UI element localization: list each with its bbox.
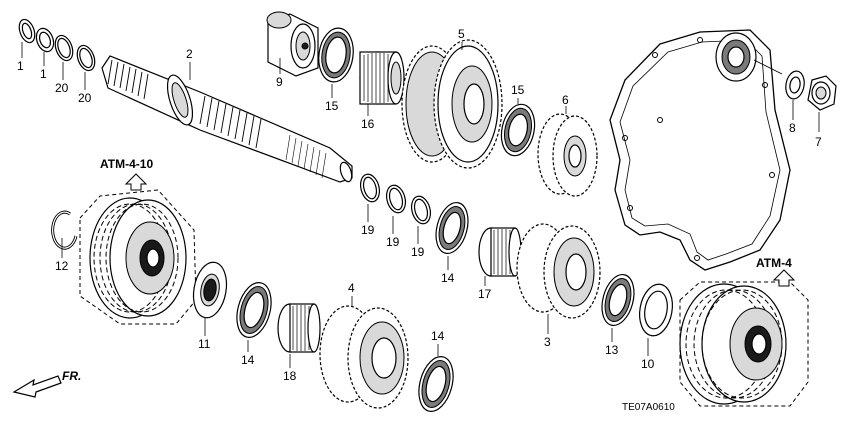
reference-atm-4: ATM-4 xyxy=(756,256,792,270)
washer-8 xyxy=(785,70,805,100)
callout-13: 13 xyxy=(605,343,619,357)
callout-17: 17 xyxy=(478,287,492,301)
thrust-washer-14a xyxy=(435,201,469,255)
thrust-washer-14b xyxy=(236,282,272,338)
gear-5 xyxy=(401,39,503,169)
nut-7 xyxy=(807,75,837,111)
callout-14c: 14 xyxy=(431,329,445,343)
arrow-atm-4 xyxy=(772,269,796,287)
case-gasket xyxy=(609,29,791,271)
callout-15a: 15 xyxy=(325,99,339,113)
callout-1b: 1 xyxy=(40,67,47,81)
ring-20b xyxy=(76,44,96,72)
thrust-washer-15a xyxy=(318,27,354,83)
diagram-code: TE07A0610 xyxy=(622,402,675,413)
plate-11 xyxy=(192,261,228,319)
gear-4 xyxy=(319,305,409,409)
snap-ring-1b xyxy=(35,27,55,53)
callout-20b: 20 xyxy=(78,91,92,105)
thrust-washer-13 xyxy=(601,273,635,327)
thrust-washer-14c xyxy=(418,356,454,412)
callout-14b: 14 xyxy=(241,353,255,367)
clutch-assembly-left xyxy=(89,197,187,319)
callout-14a: 14 xyxy=(441,271,455,285)
callout-1a: 1 xyxy=(17,59,24,73)
bearing-in-case xyxy=(715,32,757,82)
callout-7: 7 xyxy=(815,135,822,149)
needle-bearing-17 xyxy=(478,227,522,277)
ring-19c xyxy=(410,195,432,225)
callout-15b: 15 xyxy=(511,83,525,97)
atm-4-boundary xyxy=(679,281,809,407)
callout-19b: 19 xyxy=(386,235,400,249)
arrow-atm-4-10 xyxy=(124,173,148,191)
snap-ring-12 xyxy=(51,210,78,250)
callout-9: 9 xyxy=(276,75,283,89)
gear-6 xyxy=(537,113,598,197)
direction-label: FR. xyxy=(62,369,81,383)
callout-5: 5 xyxy=(458,27,465,41)
callout-19c: 19 xyxy=(411,245,425,259)
callout-6: 6 xyxy=(562,93,569,107)
callout-8: 8 xyxy=(789,121,796,135)
front-direction-arrow-icon xyxy=(12,375,62,398)
callout-18: 18 xyxy=(283,369,297,383)
ring-20a xyxy=(54,34,74,62)
callout-20a: 20 xyxy=(55,81,69,95)
snap-ring-1a xyxy=(18,18,36,44)
callout-10: 10 xyxy=(641,357,655,371)
callout-3: 3 xyxy=(544,335,551,349)
thrust-washer-15b xyxy=(500,103,536,157)
reference-atm-4-10: ATM-4-10 xyxy=(100,157,153,171)
gear-3 xyxy=(516,223,601,319)
needle-bearing-18 xyxy=(277,303,321,353)
callout-19a: 19 xyxy=(361,223,375,237)
clutch-assembly-right xyxy=(679,283,787,405)
callout-11: 11 xyxy=(198,337,211,351)
mainshaft xyxy=(101,55,353,183)
callout-4: 4 xyxy=(348,281,355,295)
shaft-collar-9 xyxy=(266,11,319,77)
callout-12: 12 xyxy=(55,259,69,273)
ring-19a xyxy=(359,173,381,203)
callout-2: 2 xyxy=(186,47,193,61)
washer-10 xyxy=(639,283,673,337)
callout-16: 16 xyxy=(361,117,375,131)
needle-bearing-16 xyxy=(359,51,405,105)
ring-19b xyxy=(385,184,407,214)
